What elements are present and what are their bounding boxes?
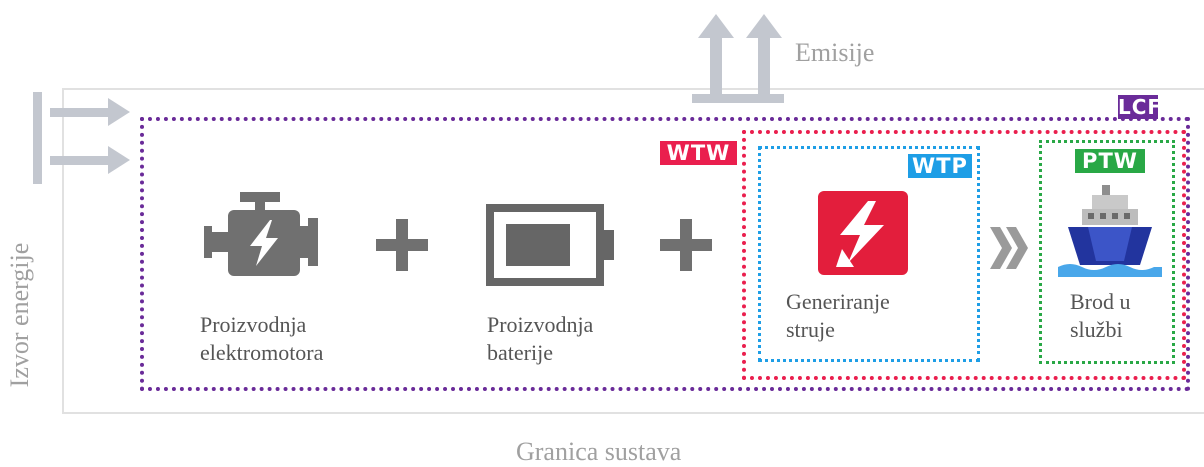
wtp-tag: WTP xyxy=(908,154,972,178)
ship-in-service-label: Brod u službi xyxy=(1070,288,1131,344)
wtw-tag: WTW xyxy=(660,141,737,165)
ship-icon xyxy=(1058,185,1162,277)
generation-label-line1: Generiranje xyxy=(786,289,890,314)
ship-label-line1: Brod u xyxy=(1070,289,1131,314)
wtp-boundary xyxy=(758,146,980,362)
power-generation-label: Generiranje struje xyxy=(786,288,890,344)
plus-icon xyxy=(376,219,428,271)
wtw-boundary xyxy=(742,130,1186,380)
ship-label-line2: službi xyxy=(1070,317,1123,342)
system-boundary-box xyxy=(62,88,1204,414)
battery-production-label: Proizvodnja baterije xyxy=(487,311,593,367)
battery-icon xyxy=(486,204,614,286)
plus-icon xyxy=(660,219,712,271)
lcf-boundary xyxy=(140,117,1190,391)
double-chevron-icon xyxy=(990,227,1028,269)
motor-label-line1: Proizvodnja xyxy=(200,312,307,337)
emission-arrows-icon xyxy=(692,14,784,103)
motor-label-line2: elektromotora xyxy=(200,340,324,365)
engine-icon xyxy=(204,192,318,276)
generation-label-line2: struje xyxy=(786,317,835,342)
motor-production-label: Proizvodnja elektromotora xyxy=(200,311,323,367)
emissions-label: Emisije xyxy=(795,38,875,67)
lcf-tag: LCF xyxy=(1118,95,1163,119)
ptw-boundary xyxy=(1039,140,1175,364)
energy-source-label: Izvor energije xyxy=(5,242,34,388)
energy-input-arrows-icon xyxy=(33,92,130,184)
battery-label-line2: baterije xyxy=(487,340,553,365)
system-boundary-label: Granica sustava xyxy=(516,437,682,466)
ptw-tag: PTW xyxy=(1075,149,1145,173)
battery-label-line1: Proizvodnja xyxy=(487,312,594,337)
power-generation-icon xyxy=(818,191,908,275)
